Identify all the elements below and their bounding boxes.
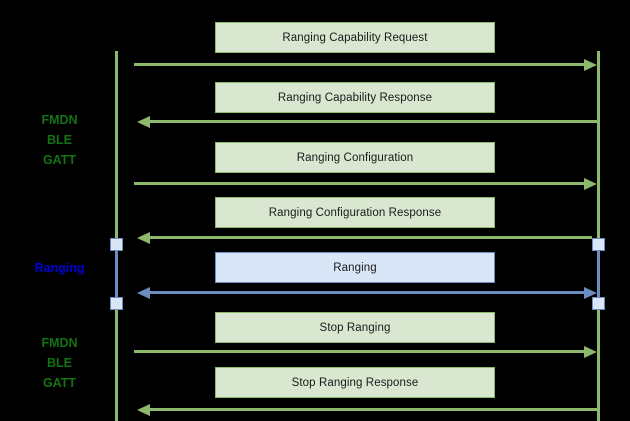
message-label: Stop Ranging Response: [291, 376, 419, 389]
arrow-shaft: [150, 408, 597, 411]
activation-left-bottom: [110, 297, 123, 310]
message-box-stop-ranging[interactable]: Stop Ranging: [215, 312, 495, 343]
arrow-shaft: [134, 63, 584, 66]
message-box-ranging-configuration[interactable]: Ranging Configuration: [215, 142, 495, 173]
left-ranging-activation-bar: [115, 244, 118, 304]
message-label: Stop Ranging: [319, 321, 391, 334]
arrowhead-right-icon: [584, 286, 597, 299]
message-box-ranging-capability-request[interactable]: Ranging Capability Request: [215, 22, 495, 53]
arrowhead-left-icon: [137, 115, 150, 128]
phase-label-line: GATT: [42, 153, 77, 167]
phase-label-ranging: Ranging: [12, 258, 107, 278]
arrow-ranging-configuration: [134, 177, 597, 190]
arrow-shaft: [150, 291, 584, 294]
message-label: Ranging Configuration Response: [268, 206, 442, 219]
message-label: Ranging Configuration: [296, 151, 414, 164]
arrow-shaft: [134, 350, 584, 353]
arrow-shaft: [150, 236, 592, 239]
message-label: Ranging Capability Request: [282, 31, 428, 44]
message-box-ranging[interactable]: Ranging: [215, 252, 495, 283]
phase-label-line: FMDN: [41, 336, 78, 350]
phase-label-line: BLE: [47, 356, 72, 370]
right-ranging-activation-bar: [597, 244, 600, 304]
message-box-ranging-capability-response[interactable]: Ranging Capability Response: [215, 82, 495, 113]
message-box-ranging-configuration-response[interactable]: Ranging Configuration Response: [215, 197, 495, 228]
phase-label-line: GATT: [42, 376, 77, 390]
activation-left-top: [110, 238, 123, 251]
message-label: Ranging: [333, 261, 377, 274]
phase-label-line: Ranging: [34, 261, 85, 275]
arrow-shaft: [134, 182, 584, 185]
arrowhead-right-icon: [584, 58, 597, 71]
phase-label-fmdn-ble-gatt-bottom: FMDN BLE GATT: [12, 333, 107, 393]
arrowhead-left-icon: [137, 403, 150, 416]
arrowhead-right-icon: [584, 345, 597, 358]
arrow-ranging-bidirectional: [137, 286, 597, 299]
phase-label-line: BLE: [47, 133, 72, 147]
phase-label-fmdn-ble-gatt-top: FMDN BLE GATT: [12, 110, 107, 170]
left-lifeline: [115, 51, 118, 421]
message-box-stop-ranging-response[interactable]: Stop Ranging Response: [215, 367, 495, 398]
right-lifeline: [597, 51, 600, 421]
arrow-ranging-capability-response: [137, 115, 597, 128]
activation-right-bottom: [592, 297, 605, 310]
arrow-ranging-capability-request: [134, 58, 597, 71]
arrow-stop-ranging: [134, 345, 597, 358]
arrowhead-right-icon: [584, 177, 597, 190]
arrowhead-left-icon: [137, 286, 150, 299]
arrowhead-left-icon: [137, 231, 150, 244]
activation-right-top: [592, 238, 605, 251]
arrow-ranging-configuration-response: [137, 231, 592, 244]
phase-label-line: FMDN: [41, 113, 78, 127]
arrow-shaft: [150, 120, 597, 123]
message-label: Ranging Capability Response: [277, 91, 433, 104]
arrow-stop-ranging-response: [137, 403, 597, 416]
